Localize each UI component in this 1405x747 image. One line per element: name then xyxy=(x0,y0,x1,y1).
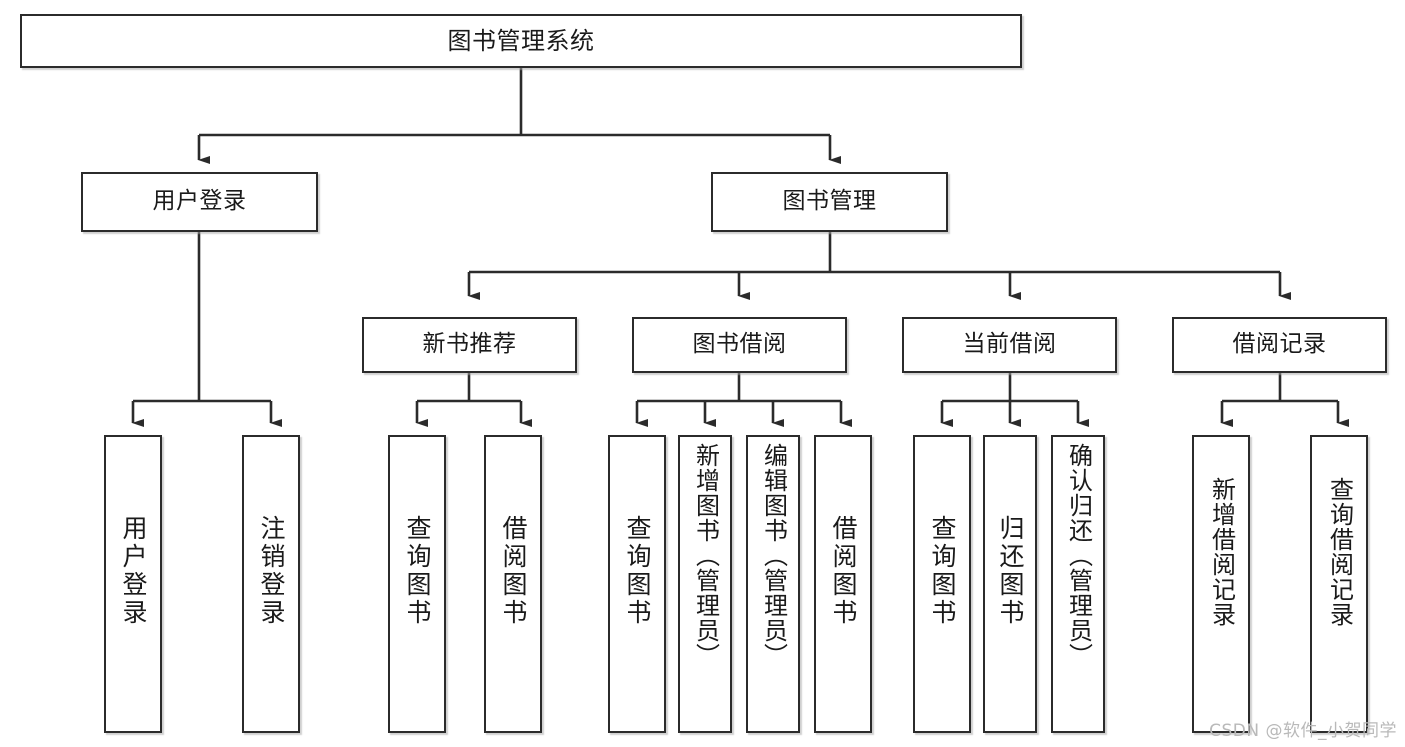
node-root-book-management-system[interactable]: 图书管理系统 xyxy=(20,14,1022,68)
leaf-query-book-borrow[interactable]: 查询图书 xyxy=(608,435,666,733)
node-label: 当前借阅 xyxy=(962,331,1057,358)
node-new-book-recommend[interactable]: 新书推荐 xyxy=(362,317,577,373)
node-label: 确认归还（管理员） xyxy=(1064,443,1093,668)
node-label: 查询图书 xyxy=(928,515,957,627)
leaf-logout[interactable]: 注销登录 xyxy=(242,435,300,733)
node-label: 图书管理 xyxy=(782,188,877,215)
node-label: 借阅图书 xyxy=(499,515,528,627)
leaf-query-book-recommend[interactable]: 查询图书 xyxy=(388,435,446,733)
node-label: 借阅记录 xyxy=(1232,331,1327,358)
node-label: 归还图书 xyxy=(996,515,1025,627)
csdn-watermark: CSDN @软件_小贺同学 xyxy=(1209,721,1397,741)
node-label: 注销登录 xyxy=(257,515,286,627)
node-book-borrow[interactable]: 图书借阅 xyxy=(632,317,847,373)
leaf-query-borrow-record[interactable]: 查询借阅记录 xyxy=(1310,435,1368,733)
node-label: 编辑图书（管理员） xyxy=(759,443,788,668)
node-label: 查询图书 xyxy=(623,515,652,627)
node-label: 用户登录 xyxy=(119,515,148,627)
leaf-borrow-book-recommend[interactable]: 借阅图书 xyxy=(484,435,542,733)
node-label: 借阅图书 xyxy=(829,515,858,627)
node-user-login[interactable]: 用户登录 xyxy=(81,172,318,232)
node-label: 查询图书 xyxy=(403,515,432,627)
leaf-add-book-admin[interactable]: 新增图书（管理员） xyxy=(678,435,732,733)
leaf-user-login[interactable]: 用户登录 xyxy=(104,435,162,733)
node-label: 新增借阅记录 xyxy=(1207,477,1236,627)
node-label: 查询借阅记录 xyxy=(1325,477,1354,627)
node-label: 图书管理系统 xyxy=(447,26,595,55)
leaf-return-book[interactable]: 归还图书 xyxy=(983,435,1037,733)
node-label: 新书推荐 xyxy=(422,331,517,358)
leaf-query-book-current[interactable]: 查询图书 xyxy=(913,435,971,733)
leaf-edit-book-admin[interactable]: 编辑图书（管理员） xyxy=(746,435,800,733)
leaf-borrow-book[interactable]: 借阅图书 xyxy=(814,435,872,733)
node-borrow-records[interactable]: 借阅记录 xyxy=(1172,317,1387,373)
leaf-confirm-return-admin[interactable]: 确认归还（管理员） xyxy=(1051,435,1105,733)
node-label: 图书借阅 xyxy=(692,331,787,358)
node-label: 新增图书（管理员） xyxy=(691,443,720,668)
node-current-borrow[interactable]: 当前借阅 xyxy=(902,317,1117,373)
leaf-add-borrow-record[interactable]: 新增借阅记录 xyxy=(1192,435,1250,733)
node-label: 用户登录 xyxy=(152,188,247,215)
node-book-management[interactable]: 图书管理 xyxy=(711,172,948,232)
